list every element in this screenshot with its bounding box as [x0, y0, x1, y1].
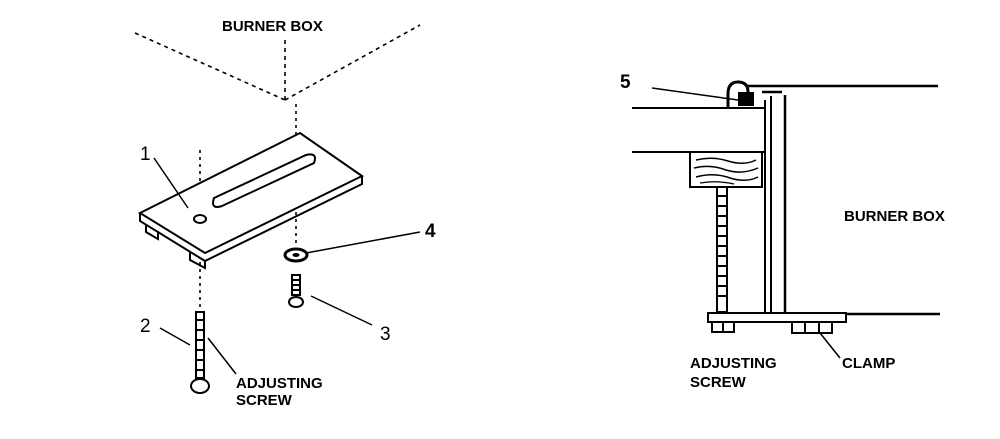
- horizontal-beam: [632, 107, 766, 153]
- leader-lines-right: [651, 87, 841, 359]
- adjusting-screw-label-left-line2: SCREW: [236, 392, 293, 409]
- leader-lines-left: [153, 157, 421, 375]
- callout-3: 3: [380, 324, 391, 345]
- right-section-view: 5 BURNER BOX ADJUSTING SCREW CLAMP: [620, 72, 945, 391]
- side-plate: [764, 96, 772, 314]
- callout-5: 5: [620, 72, 631, 93]
- left-exploded-view: BURNER BOX: [134, 18, 436, 409]
- wood-block: [689, 151, 763, 188]
- adjusting-screw-label-right-line2: SCREW: [690, 374, 747, 391]
- adjusting-screw-right: [716, 186, 728, 313]
- callout-4: 4: [425, 221, 436, 242]
- burner-box-walls: [746, 84, 940, 316]
- clamp-label: CLAMP: [842, 355, 895, 372]
- top-hook: [726, 80, 754, 108]
- adjusting-nut: [711, 321, 735, 333]
- callout-2: 2: [140, 316, 151, 337]
- burner-box-outline-left: [134, 24, 421, 101]
- burner-box-label-left: BURNER BOX: [222, 18, 323, 35]
- small-screw: [288, 274, 304, 308]
- clamp: [791, 321, 833, 334]
- bottom-bracket: [707, 312, 847, 323]
- adjusting-screw-label-right-line1: ADJUSTING: [690, 355, 777, 372]
- burner-box-label-right: BURNER BOX: [844, 208, 945, 225]
- callout-1: 1: [140, 144, 151, 165]
- bracket-plate: [137, 131, 364, 270]
- adjusting-screw-left: [190, 311, 210, 394]
- washer: [283, 247, 309, 263]
- adjusting-screw-label-left-line1: ADJUSTING: [236, 375, 323, 392]
